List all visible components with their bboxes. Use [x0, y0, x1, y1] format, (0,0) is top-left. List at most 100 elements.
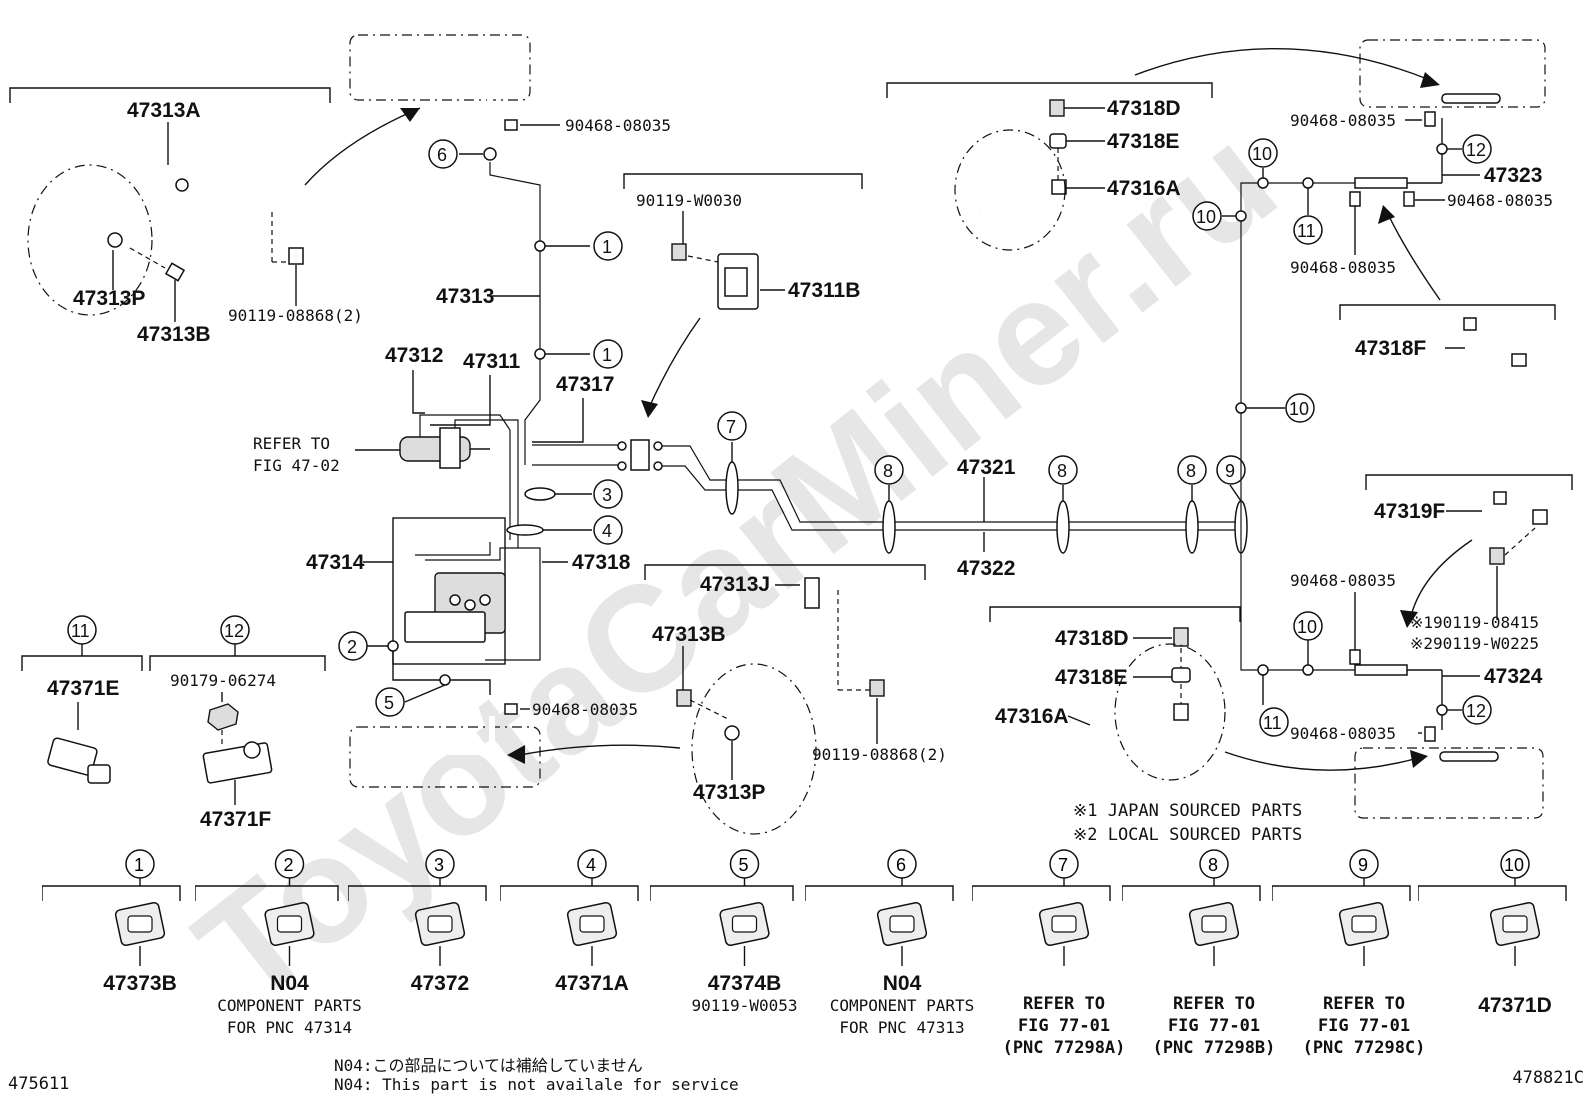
legend-num-7: 7 — [1058, 855, 1068, 875]
svg-text:12: 12 — [224, 621, 244, 641]
svg-text:1: 1 — [602, 345, 612, 365]
legend-part-7: REFER TO — [1023, 994, 1105, 1014]
group-47318f: 47318F — [1339, 304, 1556, 367]
label-47312: 47312 — [385, 344, 443, 367]
legend-part-8: REFER TO — [1173, 994, 1255, 1014]
label-47317: 47317 — [556, 373, 614, 396]
callout-10-a: 10 — [1248, 138, 1278, 168]
svg-text:8: 8 — [1186, 461, 1196, 481]
label-47318f: 47318F — [1355, 337, 1426, 360]
legend-num-3: 3 — [434, 855, 444, 875]
label-47318e-bottom: 47318E — [1055, 666, 1127, 689]
callout-4: 4 — [593, 515, 623, 545]
label-47316a-bottom: 47316A — [995, 705, 1069, 728]
label-90468-08035-a: 90468-08035 — [565, 116, 671, 135]
svg-text:11: 11 — [1263, 713, 1282, 733]
svg-text:11: 11 — [71, 621, 90, 641]
label-refer-to-a: REFER TO — [253, 434, 330, 453]
callout-10-c: 10 — [1285, 393, 1315, 423]
label-47311b: 47311B — [788, 279, 860, 302]
group-47317: 47317 — [532, 373, 663, 471]
label-90119-08868-b: 90119-08868(2) — [812, 745, 947, 764]
footnote-japanese: N04:この部品については補給していません — [334, 1056, 643, 1075]
label-90468-08035-g: 90468-08035 — [1290, 724, 1396, 743]
group-47324: 90468-08035 47324 90468-08035 — [1224, 571, 1544, 819]
label-47313p-2: 47313P — [693, 781, 765, 804]
pipes-center: 47313 — [436, 162, 590, 465]
legend-num-8: 8 — [1208, 855, 1218, 875]
svg-text:1: 1 — [602, 237, 612, 257]
legend-shape-4: 4 — [500, 849, 639, 966]
callout-6-top: 6 — [428, 139, 458, 169]
corner-left-code: 475611 — [8, 1074, 70, 1094]
legend-11: 11 47371E — [21, 615, 143, 784]
callout-3: 3 — [593, 479, 623, 509]
legend-part-5: 47374B — [707, 972, 782, 995]
legend-num-4: 4 — [586, 855, 596, 875]
legend-part-2: N04 — [270, 972, 309, 995]
label-90468-08035-e: 90468-08035 — [1290, 111, 1396, 130]
right-pipe-system: 90468-08035 90468-08035 47323 90468-0803… — [1222, 39, 1553, 671]
legend-shape-8: 8 — [1122, 849, 1261, 966]
legend-part-1: 47373B — [103, 972, 177, 995]
callout-1-b: 1 — [593, 339, 623, 369]
group-47313j: 47313J 90119-08868(2) 47313B 47313P — [644, 564, 947, 835]
label-47318e-top: 47318E — [1107, 130, 1179, 153]
svg-text:10: 10 — [1252, 144, 1272, 164]
callout-10-d: 10 — [1293, 611, 1323, 641]
legend-item-4: 4 47371A — [500, 846, 640, 1056]
svg-text:2: 2 — [347, 637, 357, 657]
legend-shape-6: 6 — [805, 849, 954, 966]
label-290119-w0225: ※290119-W0225 — [1410, 634, 1539, 653]
callout-11-a: 11 — [1293, 215, 1323, 245]
label-47322: 47322 — [957, 557, 1015, 580]
legend-shape-9: 9 — [1272, 849, 1411, 966]
svg-text:8: 8 — [883, 461, 893, 481]
legend-extra-9-0: FIG 77-01 — [1317, 1016, 1411, 1036]
callout-1-a: 1 — [593, 231, 623, 261]
callout-5-main: 5 — [375, 687, 405, 717]
svg-text:12: 12 — [1466, 701, 1486, 721]
legend-extra-9-1: (PNC 77298C) — [1302, 1038, 1426, 1058]
svg-text:7: 7 — [726, 417, 736, 437]
label-47321: 47321 — [957, 456, 1016, 479]
legend-extra-7-0: FIG 77-01 — [1017, 1016, 1111, 1036]
group-47318d-top: 47318D 47318E 47316A — [886, 48, 1440, 251]
label-fig-47-02: FIG 47-02 — [253, 456, 340, 475]
bottom-center-box — [349, 716, 681, 788]
legend-num-5: 5 — [739, 855, 749, 875]
label-47371e: 47371E — [47, 677, 119, 700]
legend-part-4: 47371A — [555, 972, 629, 995]
label-47313b: 47313B — [137, 323, 211, 346]
svg-text:10: 10 — [1289, 399, 1309, 419]
svg-text:4: 4 — [602, 521, 612, 541]
group-47318d-bottom: 47318D 47318E 47316A — [989, 606, 1241, 781]
legend-extra-5-0: 90119-W0053 — [691, 996, 798, 1015]
label-47318d-bottom: 47318D — [1055, 627, 1129, 650]
group-47319f: 47319F ※190119-08415 ※290119-W0225 — [1365, 474, 1573, 653]
legend-part-10: 47371D — [1478, 994, 1552, 1017]
label-190119-08415: ※190119-08415 — [1410, 613, 1539, 632]
legend-extra-6-0: COMPONENT PARTS — [829, 996, 975, 1015]
legend-part-9: REFER TO — [1323, 994, 1405, 1014]
svg-text:10: 10 — [1196, 207, 1216, 227]
legend-extra-8-0: FIG 77-01 — [1167, 1016, 1261, 1036]
legend-shape-3: 3 — [348, 849, 487, 966]
top-center-box: 90468-08035 — [349, 34, 671, 161]
label-47323: 47323 — [1484, 164, 1542, 187]
footnote-english: N04: This part is not availale for servi… — [334, 1075, 739, 1094]
legend-12: 12 90179-06274 47371F — [149, 615, 326, 831]
label-47313: 47313 — [436, 285, 494, 308]
corner-right-code: 478821C — [1512, 1068, 1584, 1088]
group-47313a: 47313A 47313P 47313B 90119-08868(2) — [9, 87, 421, 346]
legend-part-3: 47372 — [410, 972, 470, 995]
label-47371f: 47371F — [200, 808, 271, 831]
callout-8-c: 8 — [1177, 455, 1207, 485]
